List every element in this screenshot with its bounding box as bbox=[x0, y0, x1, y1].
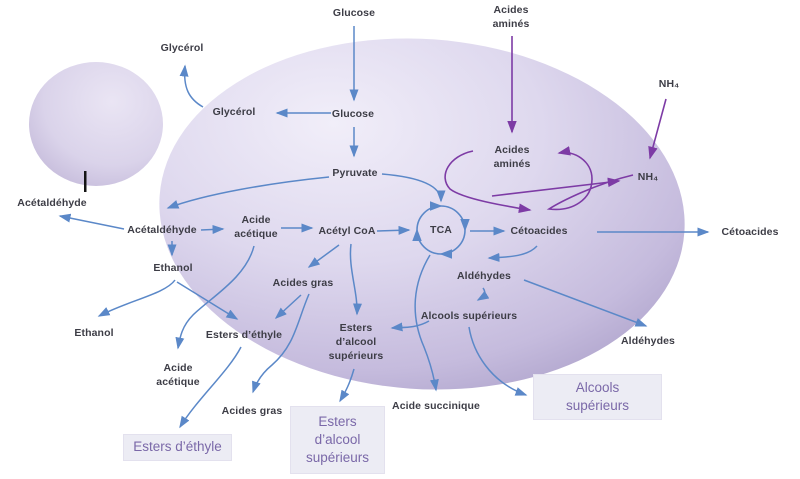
label-alcools-superieurs-inside: Alcools supérieurs bbox=[420, 310, 518, 322]
label-acides-amines-inside: Acides aminés bbox=[493, 144, 531, 170]
label-acide-acetique-outside: Acide acétique bbox=[156, 362, 200, 388]
arrow-glycerol-export bbox=[179, 64, 204, 108]
arrow-pyruvate-to-acetaldehyde bbox=[166, 176, 330, 209]
label-cetoacides-outside: Cétoacides bbox=[721, 226, 779, 238]
label-acides-gras-inside: Acides gras bbox=[272, 277, 334, 289]
label-tca: TCA bbox=[430, 224, 452, 236]
tca-arc-top-right bbox=[440, 205, 470, 232]
label-glycerol-outside: Glycérol bbox=[160, 42, 204, 54]
arrow-amines-loop-to-cetoacides bbox=[444, 150, 532, 213]
label-glucose-inside: Glucose bbox=[331, 108, 375, 120]
tca-arc-left-top bbox=[416, 201, 443, 231]
blue-arrows bbox=[58, 26, 710, 429]
label-acide-succinique: Acide succinique bbox=[392, 400, 480, 412]
label-acetaldehyde-outside: Acétaldéhyde bbox=[17, 197, 87, 209]
arrow-ethanol-export bbox=[97, 279, 176, 317]
arrow-acides-gras-to-esters-ethyle bbox=[274, 294, 302, 320]
label-acides-gras-outside: Acides gras bbox=[221, 405, 283, 417]
arrow-nh4-uptake bbox=[648, 98, 667, 160]
arrow-acetylcoa-to-esters-alcool bbox=[349, 243, 362, 316]
arrow-nh4-to-amines bbox=[546, 146, 634, 211]
label-glucose-outside: Glucose bbox=[332, 7, 376, 19]
tca-arc-right-bottom bbox=[439, 229, 466, 259]
arrow-esters-ethyle-export bbox=[179, 346, 242, 429]
arrow-acetylcoa-to-tca bbox=[376, 225, 411, 235]
arrow-acetaldehyde-export bbox=[58, 213, 125, 230]
label-acide-acetique-inside: Acide acétique bbox=[234, 214, 278, 240]
arrow-tca-to-acide-succinique bbox=[414, 254, 439, 392]
label-aldehydes-outside: Aldéhydes bbox=[621, 335, 675, 347]
arrow-acides-gras-export bbox=[252, 293, 310, 394]
arrow-alcools-export bbox=[468, 326, 528, 396]
arrow-acetylcoa-to-acides-gras bbox=[307, 244, 340, 268]
arrow-acide-acetique-export bbox=[175, 245, 255, 350]
label-acetaldehyde-inside: Acétaldéhyde bbox=[127, 224, 197, 236]
box-esters-alcool-superieurs: Esters d’alcool supérieurs bbox=[290, 406, 385, 474]
yeast-cell bbox=[159, 38, 685, 390]
arrow-esters-alcool-export bbox=[339, 368, 355, 403]
arrow-amines-to-nh4 bbox=[491, 177, 621, 197]
arrow-pyruvate-to-tca bbox=[381, 173, 446, 203]
bud-cell bbox=[29, 62, 163, 186]
label-acides-amines-outside: Acides aminés bbox=[492, 4, 530, 30]
label-nh4-inside: NH₄ bbox=[637, 171, 659, 183]
box-esters-ethyle: Esters d’éthyle bbox=[123, 434, 232, 461]
purple-arrows bbox=[444, 36, 667, 213]
arrow-acetaldehyde-to-acide-acetique bbox=[200, 224, 225, 234]
arrow-aldehydes-to-alcools bbox=[476, 287, 490, 301]
arrow-alcools-to-esters-alcool bbox=[390, 320, 430, 332]
arrow-cetoacides-to-aldehydes bbox=[487, 245, 538, 262]
label-aldehydes-inside: Aldéhydes bbox=[457, 270, 511, 282]
label-glycerol-inside: Glycérol bbox=[212, 106, 256, 118]
label-pyruvate: Pyruvate bbox=[332, 167, 378, 179]
label-nh4-outside: NH₄ bbox=[658, 78, 680, 90]
tca-arc-bottom-left bbox=[412, 228, 442, 255]
tca-cycle-circle bbox=[412, 201, 470, 259]
label-acetyl-coa: Acétyl CoA bbox=[318, 225, 376, 237]
label-esters-alcool-inside: Esters d’alcool supérieurs bbox=[328, 322, 384, 362]
arrow-ethanol-to-esters-ethyle bbox=[176, 281, 239, 320]
bud-scar-mark bbox=[84, 171, 87, 192]
box-alcools-superieurs: Alcools supérieurs bbox=[533, 374, 662, 420]
label-esters-ethyle-inside: Esters d’éthyle bbox=[205, 329, 283, 341]
label-cetoacides-inside: Cétoacides bbox=[510, 225, 568, 237]
label-ethanol-outside: Ethanol bbox=[74, 327, 114, 339]
arrow-aldehydes-export bbox=[523, 279, 648, 327]
label-ethanol-inside: Ethanol bbox=[153, 262, 193, 274]
